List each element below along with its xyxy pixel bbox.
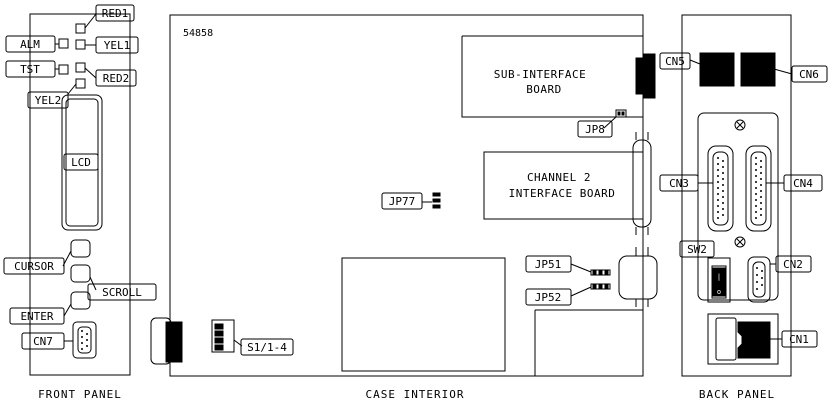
cn6-label: CN6 — [799, 68, 819, 81]
channel2-interface-board — [483, 151, 643, 220]
led-red2 — [75, 62, 86, 73]
cn4-label: CN4 — [793, 177, 813, 190]
cn2-label-box — [775, 255, 812, 273]
cn7-label-box — [21, 332, 65, 350]
cn6-label-box — [791, 65, 828, 83]
sw2-on-mark: | — [717, 273, 721, 281]
enter-label-box — [9, 307, 65, 325]
yel1-label: YEL1 — [104, 39, 131, 52]
cn4-label-box — [783, 174, 823, 192]
jp77-label-box — [381, 192, 423, 210]
screw-bottom — [734, 236, 746, 248]
channel2-title-2: INTERFACE BOARD — [509, 187, 616, 200]
tst-label: TST — [20, 63, 40, 76]
enter-key — [70, 291, 91, 310]
cn2-label: CN2 — [783, 258, 803, 271]
cn4-db25 — [745, 145, 772, 232]
lcd-label-box — [63, 153, 99, 171]
cn5-label-box — [659, 52, 691, 70]
cn3-label-box — [659, 174, 699, 192]
red2-label-box — [95, 69, 137, 87]
sub-interface-connector — [642, 53, 656, 99]
case-interior-outline — [169, 14, 644, 377]
screw-top — [734, 119, 746, 131]
jp77-label: JP77 — [389, 195, 416, 208]
s1-label: S1/1-4 — [247, 341, 287, 354]
enter-label: ENTER — [20, 310, 53, 323]
cn3-db25 — [707, 145, 734, 232]
scroll-key — [70, 264, 91, 283]
led-yel1 — [75, 39, 86, 50]
jp52-label: JP52 — [535, 291, 562, 304]
front-panel-outline — [29, 13, 131, 376]
cn3-label: CN3 — [669, 177, 689, 190]
scroll-label-box — [87, 283, 157, 301]
cn5-port — [699, 52, 735, 87]
yel2-label-box — [27, 91, 69, 109]
sw2-switch — [707, 257, 731, 303]
led-yel2 — [75, 78, 86, 89]
led-tst — [58, 64, 69, 75]
back-panel-caption: BACK PANEL — [699, 388, 775, 401]
lcd-label: LCD — [71, 156, 91, 169]
red1-label: RED1 — [102, 7, 129, 20]
channel2-db25-connector — [632, 139, 652, 228]
jp51-label: JP51 — [535, 258, 562, 271]
cn1-label-box — [781, 330, 818, 348]
cn2-db9 — [747, 256, 771, 303]
red1-label-box — [95, 4, 135, 22]
cursor-label: CURSOR — [14, 260, 54, 273]
red2-label: RED2 — [103, 72, 130, 85]
alm-label: ALM — [20, 38, 40, 51]
front-panel-caption: FRONT PANEL — [38, 388, 122, 401]
scroll-label: SCROLL — [102, 286, 142, 299]
part-number: 54858 — [183, 28, 213, 39]
sub-interface-title-2: BOARD — [526, 83, 562, 96]
cn7-connector — [72, 321, 97, 359]
interior-db9-connector — [618, 255, 658, 300]
left-db-body — [165, 321, 183, 363]
jp51-label-box — [525, 255, 572, 273]
cn7-label: CN7 — [33, 335, 53, 348]
led-alm — [58, 38, 69, 49]
s1-dip-switch — [211, 319, 235, 353]
jp8-label: JP8 — [585, 123, 605, 136]
cursor-key — [70, 239, 91, 258]
back-panel-inner-plate — [697, 112, 779, 301]
chip-area — [341, 257, 506, 372]
s1-label-box — [240, 338, 294, 356]
sub-interface-title-1: SUB-INTERFACE — [494, 68, 587, 81]
tst-label-box — [5, 60, 56, 78]
sw2-off-mark: o — [717, 288, 721, 296]
sw2-rocker — [712, 267, 726, 297]
cursor-label-box — [3, 257, 65, 275]
yel2-label: YEL2 — [35, 94, 62, 107]
jp52-label-box — [525, 288, 572, 306]
alm-label-box — [5, 35, 56, 53]
cn1-label: CN1 — [789, 333, 809, 346]
cn6-port — [740, 52, 776, 87]
back-panel-outline — [681, 14, 792, 377]
led-red1 — [75, 23, 86, 34]
jp8-label-box — [577, 120, 613, 138]
db25-pins — [81, 157, 763, 350]
sw2-label: SW2 — [687, 243, 707, 256]
case-interior-caption: CASE INTERIOR — [365, 388, 464, 401]
jp77-jumper — [432, 192, 441, 197]
cn5-label: CN5 — [665, 55, 685, 68]
yel1-label-box — [95, 36, 139, 54]
sw2-label-box — [679, 240, 715, 258]
cn1-socket — [737, 321, 771, 359]
channel2-title-1: CHANNEL 2 — [527, 171, 591, 184]
lcd-window-outer — [61, 94, 103, 231]
